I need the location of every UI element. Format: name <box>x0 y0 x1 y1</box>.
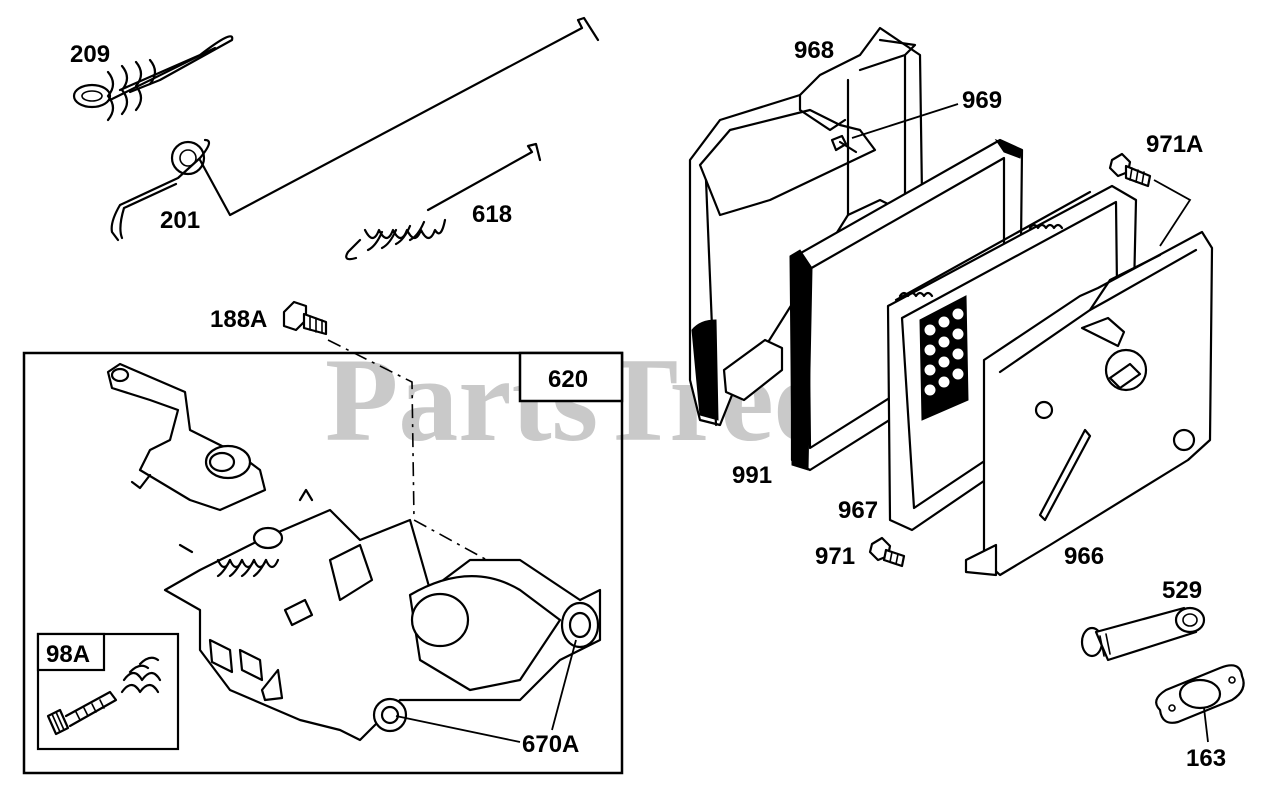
part-620-control-bracket[interactable] <box>106 362 602 742</box>
label-966: 966 <box>1064 543 1104 570</box>
assembly-620-frame <box>22 351 624 775</box>
label-670A: 670A <box>522 731 579 758</box>
leader-670A <box>395 639 577 743</box>
part-971A-screw[interactable] <box>1108 152 1192 247</box>
label-188A: 188A <box>210 306 267 333</box>
label-969: 969 <box>962 87 1002 114</box>
part-618-governor-spring[interactable] <box>345 142 542 261</box>
label-98A: 98A <box>46 641 90 668</box>
label-box-98A <box>36 632 106 672</box>
label-967: 967 <box>838 497 878 524</box>
label-620: 620 <box>548 366 588 393</box>
part-971-screw[interactable] <box>868 536 906 568</box>
part-209-spring-clip[interactable] <box>72 35 234 122</box>
part-201-link-rod[interactable] <box>110 16 600 242</box>
part-529-breather-tube[interactable] <box>1080 606 1206 662</box>
label-529: 529 <box>1162 577 1202 604</box>
label-991: 991 <box>732 462 772 489</box>
label-618: 618 <box>472 201 512 228</box>
label-box-620 <box>518 351 624 403</box>
label-209: 209 <box>70 41 110 68</box>
assembly-98A-frame <box>36 632 180 751</box>
part-966-air-cleaner-cover[interactable] <box>964 230 1214 577</box>
part-163-gasket[interactable] <box>1155 664 1245 743</box>
label-201: 201 <box>160 207 200 234</box>
part-969-screw[interactable] <box>830 103 959 154</box>
label-971: 971 <box>815 543 855 570</box>
part-98A-screw-spring[interactable] <box>46 656 162 736</box>
part-188A-bolt[interactable] <box>282 300 561 601</box>
label-971A: 971A <box>1146 131 1203 158</box>
label-163: 163 <box>1186 745 1226 772</box>
label-968: 968 <box>794 37 834 64</box>
